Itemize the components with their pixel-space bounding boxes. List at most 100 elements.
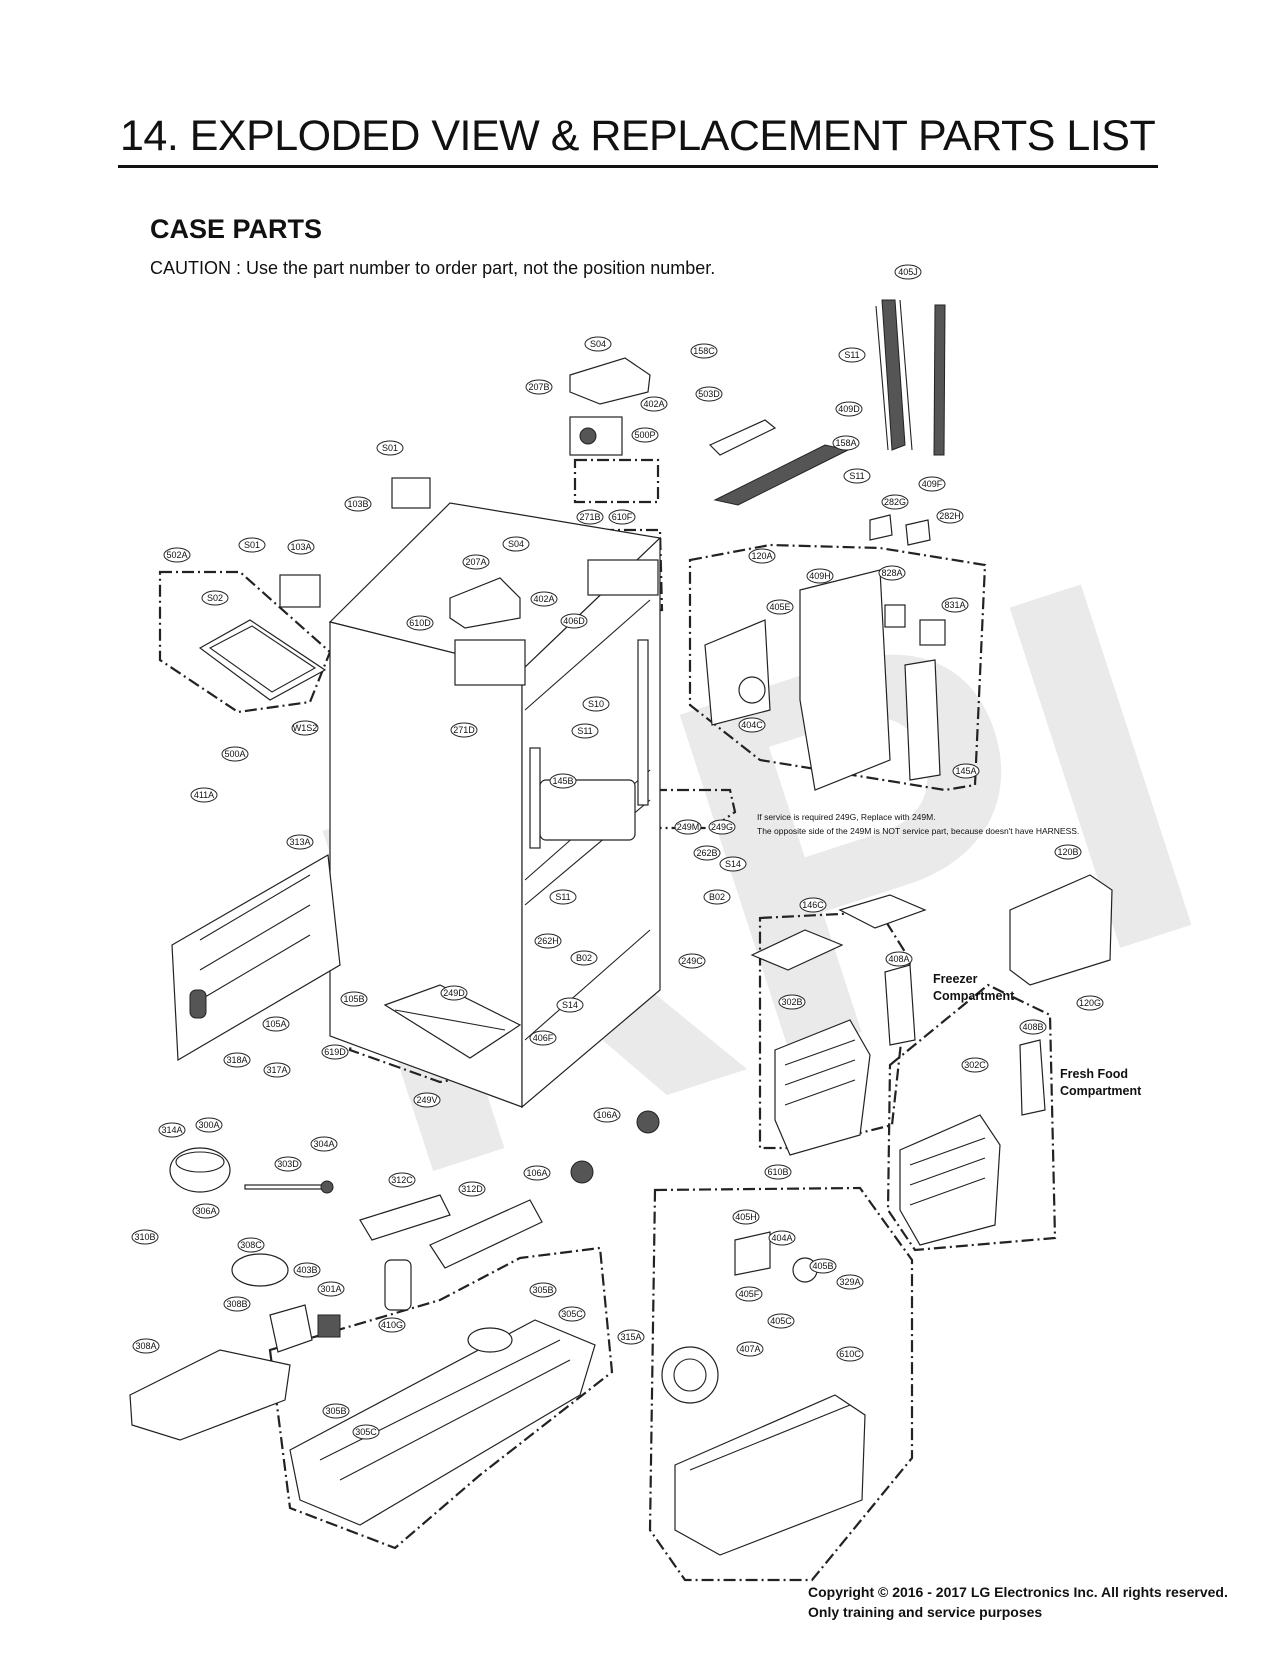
- svg-text:120G: 120G: [1079, 998, 1101, 1008]
- callout-282H: 282H: [936, 508, 964, 524]
- callout-317A: 317A: [263, 1062, 291, 1078]
- callout-105B: 105B: [340, 991, 368, 1007]
- callout-404C: 404C: [738, 717, 766, 733]
- callout-405J: 405J: [894, 264, 922, 280]
- svg-text:408B: 408B: [1022, 1022, 1043, 1032]
- svg-text:B02: B02: [576, 953, 592, 963]
- callout-S10: S10: [582, 696, 610, 712]
- svg-text:317A: 317A: [266, 1065, 287, 1075]
- svg-text:207B: 207B: [528, 382, 549, 392]
- callout-610C: 610C: [836, 1346, 864, 1362]
- svg-text:158C: 158C: [693, 346, 715, 356]
- svg-text:404C: 404C: [741, 720, 763, 730]
- svg-text:502A: 502A: [166, 550, 187, 560]
- callout-146C: 146C: [799, 897, 827, 913]
- callout-303D: 303D: [274, 1156, 302, 1172]
- callout-408A: 408A: [885, 951, 913, 967]
- svg-text:249C: 249C: [681, 956, 703, 966]
- copyright-notice: Copyright © 2016 - 2017 LG Electronics I…: [808, 1584, 1228, 1620]
- svg-text:402A: 402A: [643, 399, 664, 409]
- svg-text:402A: 402A: [533, 594, 554, 604]
- callout-103A: 103A: [287, 539, 315, 555]
- fan-assembly-610B: [661, 1231, 866, 1556]
- callout-305B: 305B: [529, 1282, 557, 1298]
- callout-403B: 403B: [293, 1262, 321, 1278]
- callout-S02: S02: [201, 590, 229, 606]
- svg-text:610C: 610C: [839, 1349, 861, 1359]
- svg-text:302C: 302C: [964, 1060, 986, 1070]
- svg-text:305B: 305B: [532, 1285, 553, 1295]
- callout-410G: 410G: [378, 1317, 406, 1333]
- svg-text:S11: S11: [555, 892, 570, 902]
- callout-W1S2: W1S2: [291, 720, 319, 736]
- callout-402A: 402A: [530, 591, 558, 607]
- svg-text:305C: 305C: [355, 1427, 377, 1437]
- callout-411A: 411A: [190, 787, 218, 803]
- svg-text:106A: 106A: [526, 1168, 547, 1178]
- back-cover-313A: [171, 854, 341, 1062]
- svg-text:329A: 329A: [839, 1277, 860, 1287]
- svg-text:106A: 106A: [596, 1110, 617, 1120]
- svg-text:305C: 305C: [561, 1309, 583, 1319]
- callout-305C: 305C: [558, 1306, 586, 1322]
- svg-text:S04: S04: [590, 339, 606, 349]
- svg-text:312D: 312D: [461, 1184, 483, 1194]
- callout-312C: 312C: [388, 1172, 416, 1188]
- callout-405E: 405E: [766, 599, 794, 615]
- callout-302B: 302B: [778, 994, 806, 1010]
- svg-text:410G: 410G: [381, 1320, 403, 1330]
- callout-120A: 120A: [748, 548, 776, 564]
- callout-106A: 106A: [523, 1165, 551, 1181]
- callout-207B: 207B: [525, 379, 553, 395]
- callout-305B: 305B: [322, 1403, 350, 1419]
- svg-text:405C: 405C: [770, 1316, 792, 1326]
- svg-text:120A: 120A: [751, 551, 772, 561]
- svg-text:306A: 306A: [195, 1206, 216, 1216]
- svg-text:282H: 282H: [939, 511, 961, 521]
- svg-text:303D: 303D: [277, 1159, 299, 1169]
- callout-315A: 315A: [617, 1329, 645, 1345]
- callout-308C: 308C: [237, 1237, 265, 1253]
- panel-502A: [198, 619, 327, 701]
- service-note-line2: The opposite side of the 249M is NOT ser…: [757, 826, 1079, 836]
- evaporator-302B: [774, 964, 916, 1156]
- svg-text:409D: 409D: [838, 404, 860, 414]
- duct-120B: [1009, 874, 1113, 986]
- callout-406F: 406F: [529, 1030, 557, 1046]
- svg-text:315A: 315A: [620, 1332, 641, 1342]
- svg-text:405B: 405B: [812, 1261, 833, 1271]
- svg-text:300A: 300A: [198, 1120, 219, 1130]
- svg-text:105A: 105A: [265, 1019, 286, 1029]
- svg-text:S11: S11: [849, 471, 864, 481]
- callout-500A: 500A: [221, 746, 249, 762]
- svg-text:249G: 249G: [711, 822, 733, 832]
- svg-text:282G: 282G: [884, 497, 906, 507]
- svg-text:S10: S10: [588, 699, 604, 709]
- svg-text:S01: S01: [244, 540, 260, 550]
- callout-S14: S14: [719, 856, 747, 872]
- callout-207A: 207A: [462, 554, 490, 570]
- callout-409D: 409D: [835, 401, 863, 417]
- svg-text:305B: 305B: [325, 1406, 346, 1416]
- callout-300A: 300A: [195, 1117, 223, 1133]
- svg-text:610D: 610D: [409, 618, 431, 628]
- svg-text:408A: 408A: [888, 954, 909, 964]
- page-title: 14. EXPLODED VIEW & REPLACEMENT PARTS LI…: [120, 112, 1156, 160]
- svg-text:S11: S11: [844, 350, 859, 360]
- callout-271D: 271D: [450, 722, 478, 738]
- svg-text:262H: 262H: [537, 936, 559, 946]
- svg-text:145B: 145B: [552, 776, 573, 786]
- base-pan-315A: [289, 1319, 596, 1526]
- callout-B02: B02: [570, 950, 598, 966]
- callout-282G: 282G: [881, 494, 909, 510]
- callout-S11: S11: [571, 723, 599, 739]
- svg-text:105B: 105B: [343, 994, 364, 1004]
- svg-text:120B: 120B: [1057, 847, 1078, 857]
- svg-text:403B: 403B: [296, 1265, 317, 1275]
- callout-828A: 828A: [878, 565, 906, 581]
- callout-S04: S04: [584, 336, 612, 352]
- callout-120G: 120G: [1076, 995, 1104, 1011]
- callout-B02: B02: [703, 889, 731, 905]
- callout-105A: 105A: [262, 1016, 290, 1032]
- svg-text:619D: 619D: [324, 1047, 346, 1057]
